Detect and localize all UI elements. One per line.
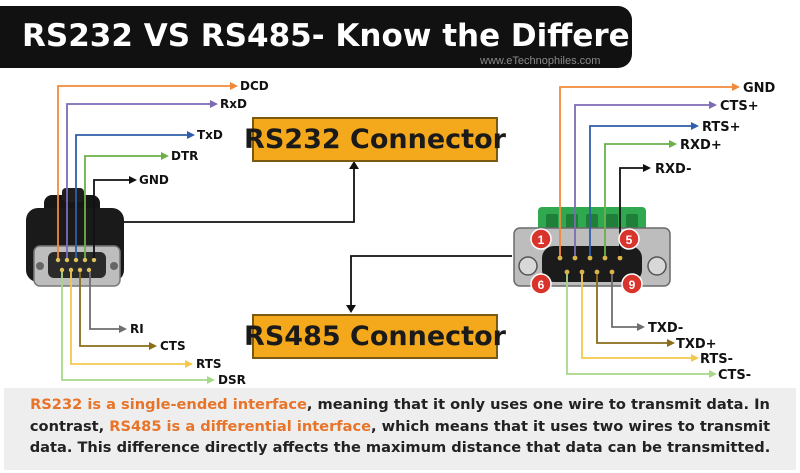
rs232-top-arrows <box>129 82 238 184</box>
label-dtr: DTR <box>171 149 198 163</box>
wire-gnd-left <box>93 179 132 258</box>
label-rts-minus: RTS- <box>700 352 733 367</box>
site-watermark: www.eTechnophiles.com <box>480 55 601 67</box>
label-rts-left: RTS <box>196 357 222 371</box>
rs232-bottom-arrows <box>119 325 215 384</box>
label-gnd-left: GND <box>139 173 169 187</box>
rs485-bottom-arrows <box>637 323 717 378</box>
label-dsr: DSR <box>218 373 246 387</box>
wire-dtr <box>84 155 164 258</box>
rs485-pins <box>557 255 623 275</box>
label-cts-minus: CTS- <box>718 368 751 383</box>
rs485-screw-right <box>647 256 667 276</box>
rs232-screw-right <box>110 262 118 270</box>
rs232-bottom-wires <box>61 272 210 381</box>
caption-rs232-highlight: RS232 is a single-ended interface <box>30 396 307 413</box>
badge-pin-9 <box>621 273 643 295</box>
title-banner: RS232 VS RS485- Know the Difference <box>0 6 691 68</box>
page-title: RS232 VS RS485- Know the Difference <box>22 18 692 54</box>
caption-text-1: , meaning that it only uses one wire to … <box>29 396 770 435</box>
caption-text-2: , which means that it uses two wires to … <box>29 417 771 457</box>
label-dcd: DCD <box>240 79 269 93</box>
label-cts-plus: CTS+ <box>720 99 759 114</box>
label-cts-left: CTS <box>160 339 186 353</box>
rs485-pointer-line <box>350 255 512 308</box>
wire-rxd <box>66 103 213 258</box>
wire-cts-plus <box>574 104 712 256</box>
wire-dcd <box>57 85 233 258</box>
wire-cts-minus <box>566 274 712 375</box>
label-gnd-right: GND <box>743 81 776 96</box>
badge-pin-1-text: 1 <box>538 233 545 247</box>
wire-txd-minus <box>611 274 640 328</box>
rs232-connector-label: RS232 Connector <box>244 117 506 162</box>
rs232-pointer-arrow <box>349 161 359 169</box>
comparison-caption: RS232 is a single-ended interface, meani… <box>4 388 796 470</box>
label-rxd-plus: RXD+ <box>680 138 722 153</box>
rs485-screw-left <box>518 256 538 276</box>
rs485-bottom-wires <box>566 274 712 375</box>
wire-txd-plus <box>596 274 670 344</box>
badge-pin-1 <box>530 228 552 250</box>
rs232-screw-left <box>36 262 44 270</box>
rs485-connector-label: RS485 Connector <box>244 314 506 359</box>
rs485-connector-image <box>513 207 671 287</box>
rs232-connector-image <box>26 188 124 287</box>
rs485-top-arrows <box>643 83 740 172</box>
rs232-pin-socket <box>48 252 106 278</box>
rs232-pins <box>55 257 97 273</box>
wire-rxd-plus <box>604 143 672 256</box>
wire-ri <box>89 272 122 330</box>
label-txd-plus: TXD+ <box>676 337 717 352</box>
label-rts-plus: RTS+ <box>702 120 741 135</box>
rs485-top-wires <box>559 86 735 256</box>
caption-rs485-highlight: RS485 is a differential interface <box>109 417 372 435</box>
badge-pin-6 <box>530 273 552 295</box>
label-txd-minus: TXD- <box>648 321 683 336</box>
label-rxd: RxD <box>220 97 247 111</box>
wire-rts <box>70 272 188 365</box>
pin-number-badges: 1 5 6 9 <box>530 228 643 295</box>
badge-pin-9-text: 9 <box>629 278 636 292</box>
wire-txd <box>75 134 190 258</box>
rs232-top-wires <box>57 85 233 258</box>
rs232-pointer-line <box>124 166 355 223</box>
wire-rts-plus <box>589 125 694 256</box>
wire-cts <box>79 272 152 347</box>
wire-rts-minus <box>581 274 694 359</box>
badge-pin-6-text: 6 <box>538 278 545 292</box>
rs232-screw-head <box>62 188 84 202</box>
rs485-pointer-arrow <box>346 305 356 313</box>
label-ri: RI <box>130 322 144 336</box>
badge-pin-5 <box>618 228 640 250</box>
wire-rxd-minus <box>619 167 646 256</box>
badge-pin-5-text: 5 <box>626 233 633 247</box>
rs485-terminal-slots <box>546 214 638 230</box>
label-rxd-minus: RXD- <box>655 162 691 177</box>
wire-gnd-right <box>559 86 735 256</box>
label-txd: TxD <box>197 128 223 142</box>
wire-dsr <box>61 272 210 381</box>
